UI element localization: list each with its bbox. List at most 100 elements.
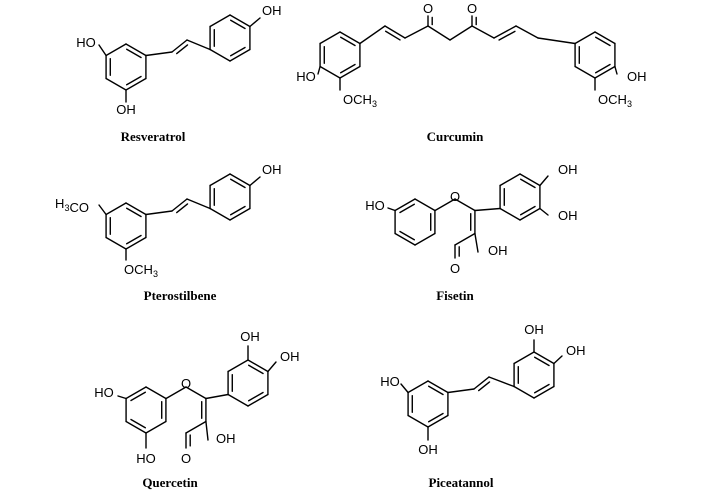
atom-label: OH xyxy=(418,442,438,457)
bond xyxy=(125,420,147,434)
atom-label: O xyxy=(467,1,477,16)
atom-label: H3CO xyxy=(55,196,89,215)
bond xyxy=(499,207,521,221)
bond xyxy=(387,207,396,212)
bond xyxy=(519,205,536,216)
atom-label: HO xyxy=(94,385,114,400)
bond xyxy=(404,25,429,39)
bond xyxy=(105,77,127,91)
bond xyxy=(249,17,261,28)
bond xyxy=(427,414,449,428)
atom-label: OCH3 xyxy=(124,262,158,279)
bond xyxy=(449,25,473,41)
bond xyxy=(339,36,356,47)
atom-label: OH xyxy=(262,162,282,177)
bond xyxy=(519,178,536,189)
bond xyxy=(407,380,429,394)
bond xyxy=(98,204,107,216)
resveratrol-structure: OH HO OH Resveratrol xyxy=(76,3,281,144)
bond xyxy=(474,207,501,212)
bond xyxy=(229,207,251,221)
bond xyxy=(105,202,127,216)
bond xyxy=(400,383,409,394)
atom-label: OH xyxy=(116,102,136,117)
bond xyxy=(384,25,406,39)
bond xyxy=(229,46,246,57)
bond xyxy=(427,412,444,423)
bond xyxy=(427,25,451,41)
atom-label: O xyxy=(423,1,433,16)
bond xyxy=(339,65,361,79)
atom-label: OCH3 xyxy=(598,92,632,109)
bond xyxy=(394,198,416,212)
bond xyxy=(614,65,618,75)
bond xyxy=(125,43,147,57)
bond xyxy=(533,385,555,399)
bond xyxy=(130,418,147,429)
bond xyxy=(229,205,246,216)
bond xyxy=(319,31,341,45)
bond xyxy=(427,385,444,396)
bond xyxy=(594,63,611,74)
atom-label: OH xyxy=(566,343,586,358)
bond xyxy=(594,31,616,45)
bond xyxy=(125,207,142,218)
bond xyxy=(209,14,231,28)
bond xyxy=(125,386,147,400)
bond xyxy=(533,383,550,394)
bond xyxy=(339,31,361,45)
bond xyxy=(519,207,541,221)
atom-label: HO xyxy=(296,69,316,84)
atom-label: OH xyxy=(558,162,578,177)
atom-label: OCH3 xyxy=(343,92,377,109)
atom-label: O xyxy=(450,189,460,204)
bond xyxy=(594,36,611,47)
bond xyxy=(574,65,596,79)
compound-name: Quercetin xyxy=(142,475,198,490)
bond xyxy=(185,386,207,400)
bond xyxy=(205,393,229,400)
atom-label: OH xyxy=(558,208,578,223)
compound-name: Piceatannol xyxy=(429,475,494,490)
bond xyxy=(519,173,541,187)
bond xyxy=(553,355,563,365)
compound-name: Resveratrol xyxy=(121,129,186,144)
bond xyxy=(185,420,207,434)
bond xyxy=(145,420,167,434)
bond xyxy=(317,65,321,75)
bond xyxy=(474,232,479,253)
atom-label: OH xyxy=(280,349,300,364)
atom-label: HO xyxy=(76,35,96,50)
bond xyxy=(209,48,231,62)
bond xyxy=(319,65,341,79)
bond xyxy=(98,44,107,57)
atom-label: O xyxy=(181,451,191,466)
bond xyxy=(394,232,416,246)
bond xyxy=(165,386,187,400)
bond xyxy=(176,44,189,55)
bond xyxy=(117,395,127,400)
atom-label: HO xyxy=(380,374,400,389)
atom-label: HO xyxy=(136,451,156,466)
compound-name: Curcumin xyxy=(427,129,485,144)
bond xyxy=(171,198,188,212)
bond xyxy=(247,364,264,375)
bond xyxy=(533,351,555,365)
compound-name: Pterostilbene xyxy=(144,288,217,303)
bond xyxy=(125,236,147,250)
atom-label: OH xyxy=(488,243,508,258)
atom-label: O xyxy=(450,261,460,276)
atom-label: OH xyxy=(627,69,647,84)
bond xyxy=(105,236,127,250)
bond xyxy=(414,232,436,246)
bond xyxy=(399,203,416,214)
bond xyxy=(229,19,246,30)
atom-label: OH xyxy=(262,3,282,18)
bond xyxy=(471,25,495,39)
compound-name: Fisetin xyxy=(436,288,474,303)
